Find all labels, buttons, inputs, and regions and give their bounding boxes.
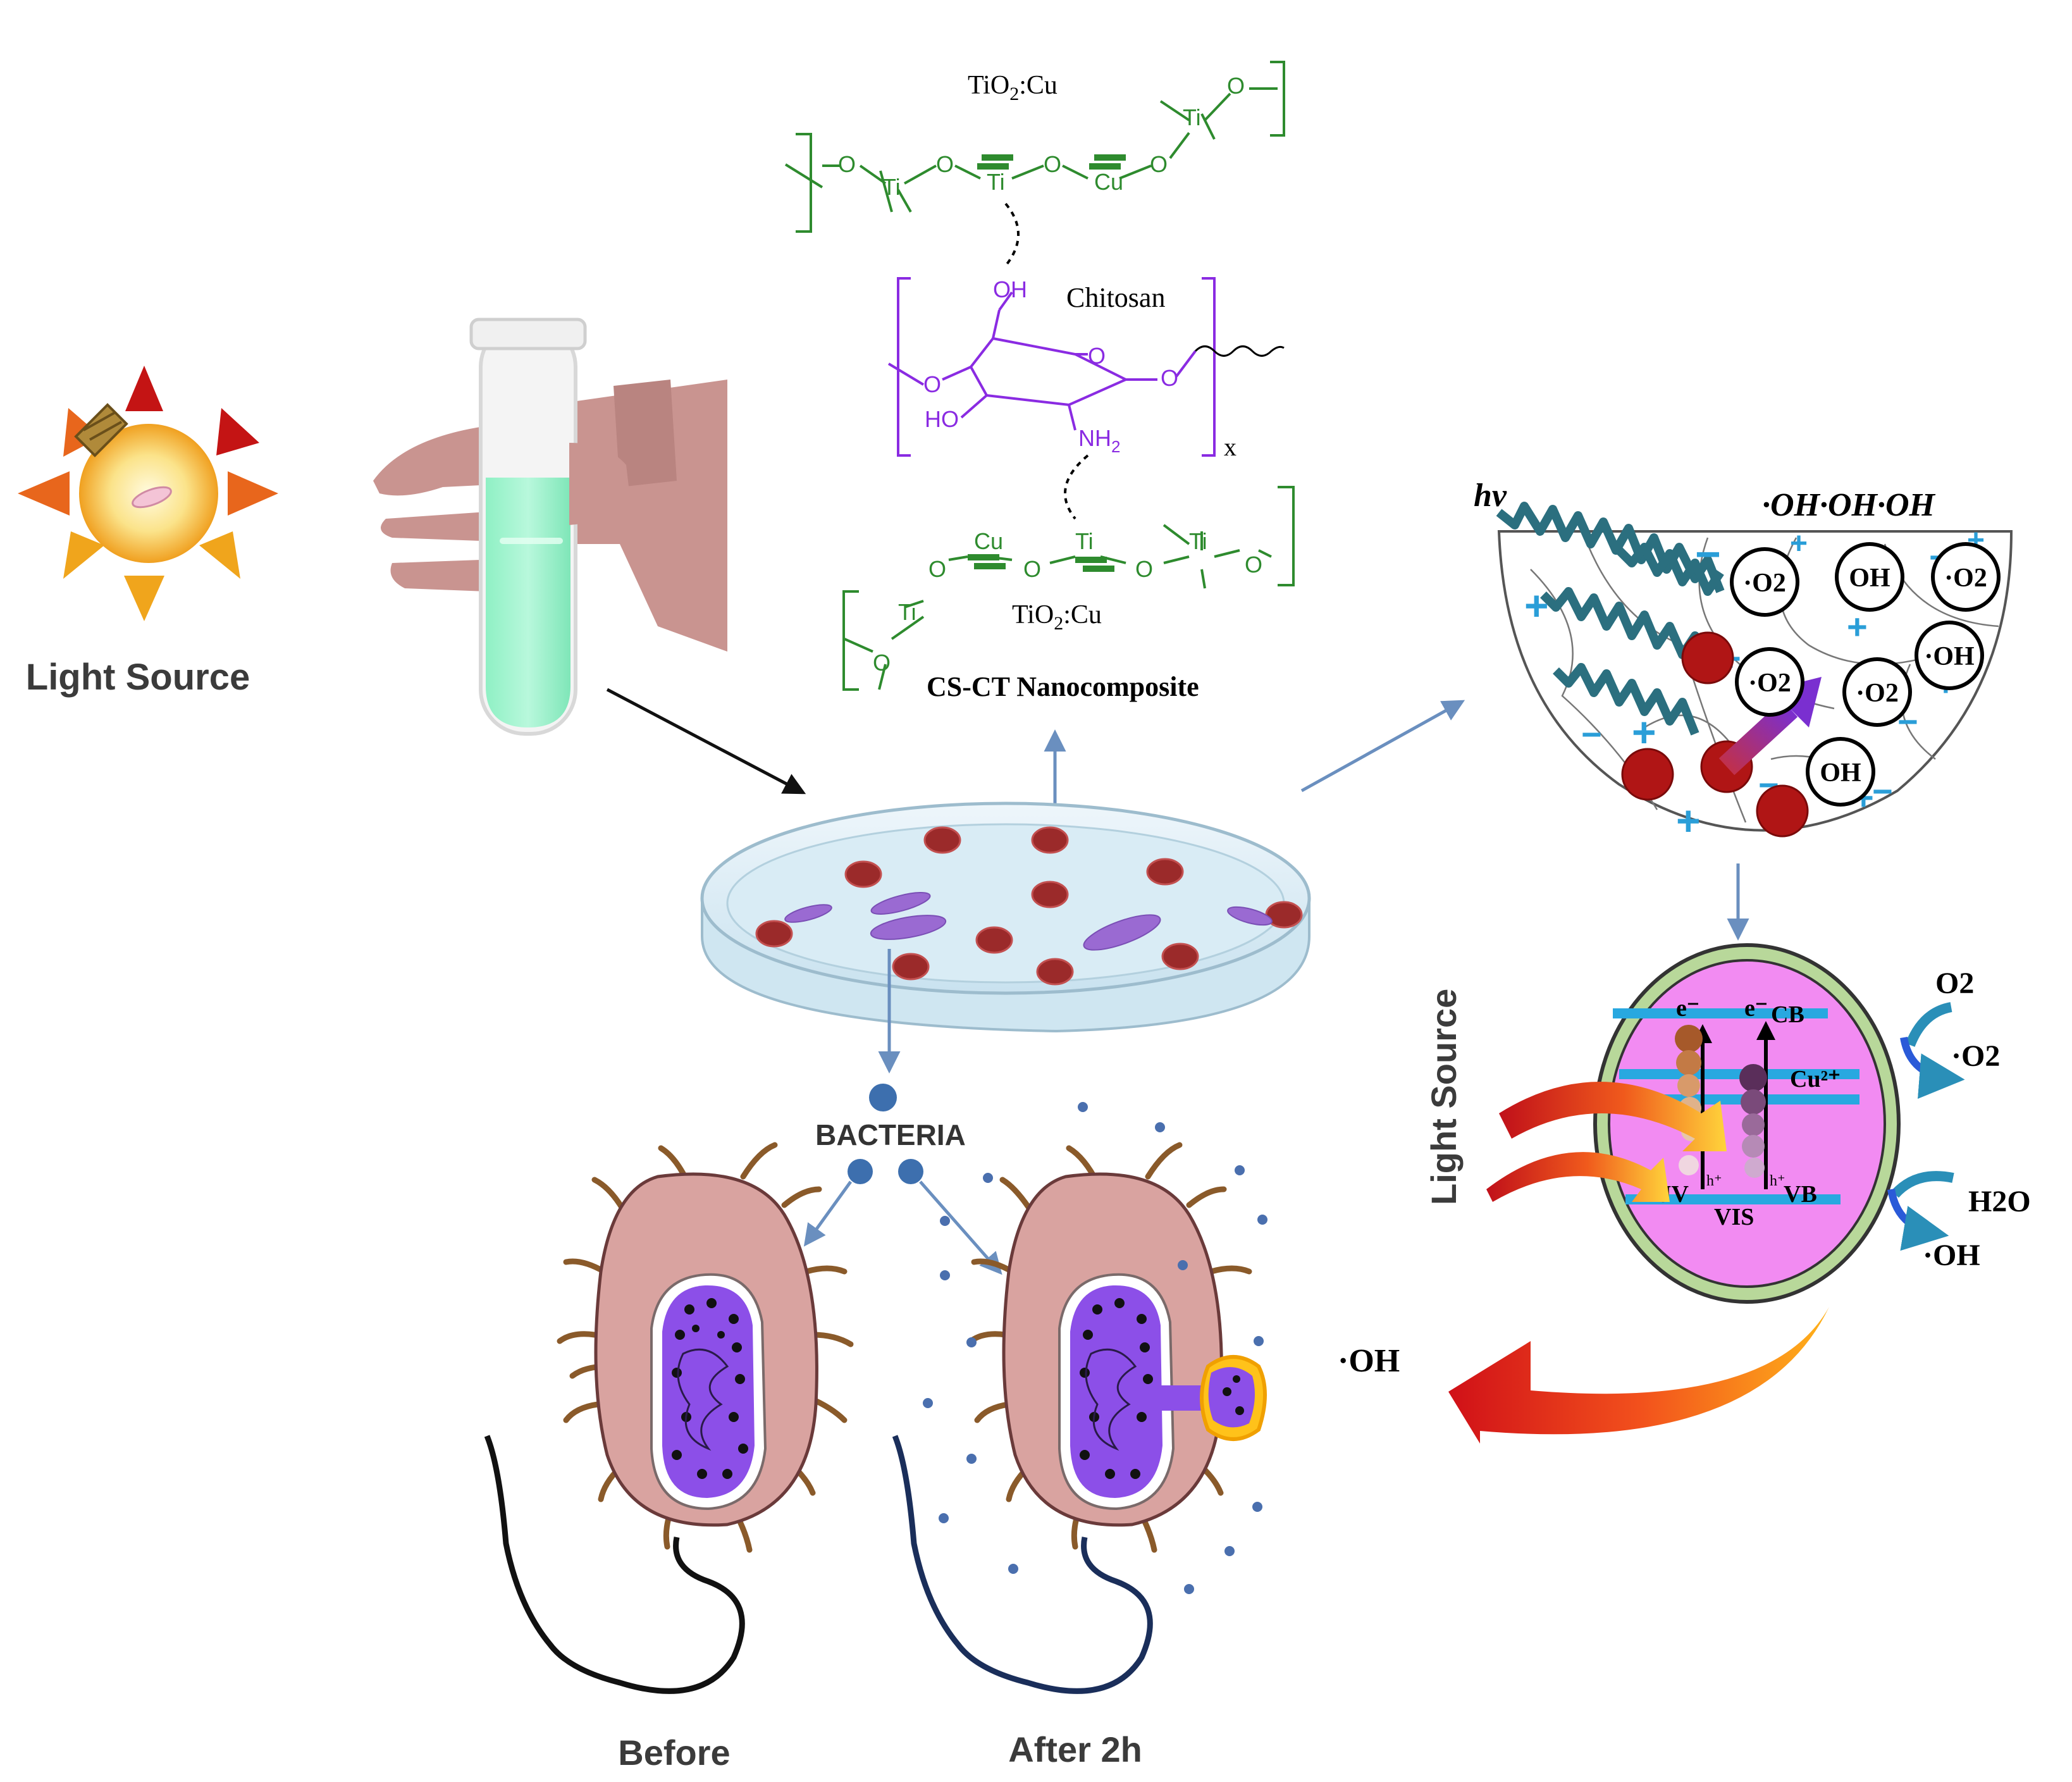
svg-text:O: O [923, 371, 941, 397]
bacterium-before-icon [484, 1142, 854, 1694]
chemical-structure: TiO2:Cu O Ti O Ti O Cu O [784, 61, 1295, 702]
bacterium-after-icon [892, 1102, 1267, 1694]
svg-text:−: − [1695, 529, 1721, 579]
light-source-label: Light Source [26, 657, 250, 698]
svg-text:HO: HO [925, 406, 959, 432]
svg-text:Ti: Ti [1183, 104, 1201, 130]
nanocomposite-label: CS-CT Nanocomposite [927, 671, 1199, 702]
o2-out-label: ·O2 [1951, 1039, 2000, 1073]
svg-text:·O2: ·O2 [1748, 669, 1791, 698]
svg-text:O: O [1023, 556, 1041, 582]
svg-text:e⁻: e⁻ [1744, 995, 1768, 1022]
bacteria-label: BACTERIA [815, 1118, 966, 1151]
svg-text:h⁺: h⁺ [1706, 1173, 1722, 1189]
hand-with-test-tube-icon [373, 318, 727, 736]
tube-to-dish-arrow [606, 688, 806, 795]
svg-text:Ti: Ti [987, 169, 1005, 195]
radical-attack-arrow [1448, 1307, 1829, 1444]
svg-text:Ti: Ti [1075, 528, 1094, 554]
svg-text:VB: VB [1784, 1181, 1817, 1208]
svg-text:O: O [1044, 151, 1061, 177]
svg-text:−: − [1872, 771, 1893, 811]
svg-text:O: O [1150, 151, 1168, 177]
oh-radical-label: ·OH [1338, 1343, 1400, 1379]
svg-text:+: + [1676, 797, 1701, 844]
svg-text:·O2: ·O2 [1856, 679, 1899, 708]
hv-label: hv [1474, 478, 1507, 514]
radicals-top-label: ·OH·OH·OH [1762, 487, 1936, 523]
svg-text:Ti: Ti [898, 599, 916, 625]
tio2cu-bottom-label: TiO2:Cu [1012, 600, 1102, 634]
svg-text:OH: OH [1849, 564, 1890, 593]
svg-text:Cu: Cu [974, 528, 1003, 554]
svg-text:VIS: VIS [1714, 1204, 1754, 1230]
tio2cu-top-label: TiO2:Cu [968, 71, 1058, 104]
svg-text:O: O [928, 556, 946, 582]
oh-out-label: ·OH [1923, 1239, 1980, 1272]
svg-text:+: + [1524, 582, 1549, 629]
before-label: Before [618, 1733, 730, 1773]
svg-text:h⁺: h⁺ [1770, 1173, 1785, 1189]
svg-text:+: + [1847, 607, 1868, 647]
svg-text:CB: CB [1771, 1001, 1804, 1028]
svg-text:−: − [1581, 714, 1602, 754]
svg-text:·O2: ·O2 [1743, 569, 1786, 598]
after-label: After 2h [1008, 1729, 1142, 1769]
petri-dish-icon [700, 801, 1311, 1033]
svg-text:O: O [1088, 343, 1106, 369]
x-label: x [1224, 433, 1236, 461]
o2-in-label: O2 [1935, 967, 1974, 1000]
svg-text:NH2: NH2 [1078, 425, 1120, 456]
light-flame-arrow-top [1499, 1082, 1727, 1151]
band-gap-diagram: e⁻ e⁻ CB Cu²⁺ UV VB VIS h⁺ h⁺ [1593, 943, 1901, 1304]
svg-text:·OH: ·OH [1924, 642, 1974, 671]
photocatalysis-hemisphere: + + + + + + + + + − − − − − − − − − [1496, 502, 2013, 844]
svg-text:OH: OH [993, 276, 1027, 302]
svg-text:+: + [1790, 527, 1808, 560]
svg-text:·O2: ·O2 [1944, 564, 1987, 593]
light-bulb-icon [18, 366, 278, 621]
h2o-in-label: H2O [1968, 1185, 2031, 1218]
svg-text:Ti: Ti [1189, 528, 1207, 554]
light-flame-arrow-bottom [1486, 1152, 1670, 1202]
svg-text:O: O [1227, 73, 1245, 99]
svg-text:O: O [873, 650, 891, 676]
svg-text:O: O [1245, 552, 1262, 578]
svg-text:+: + [1632, 708, 1656, 755]
svg-text:O: O [838, 151, 856, 177]
light-source-vertical-label: Light Source [1424, 989, 1464, 1205]
dish-to-hemisphere-arrow [1300, 700, 1465, 793]
svg-text:Cu²⁺: Cu²⁺ [1790, 1066, 1841, 1092]
svg-text:e⁻: e⁻ [1676, 995, 1699, 1022]
svg-text:O: O [1161, 365, 1178, 391]
chitosan-label: Chitosan [1066, 282, 1165, 313]
svg-text:O: O [1135, 556, 1153, 582]
svg-text:O: O [936, 151, 954, 177]
svg-text:OH: OH [1820, 758, 1861, 788]
svg-text:Cu: Cu [1094, 169, 1123, 195]
svg-text:Ti: Ti [882, 174, 901, 200]
